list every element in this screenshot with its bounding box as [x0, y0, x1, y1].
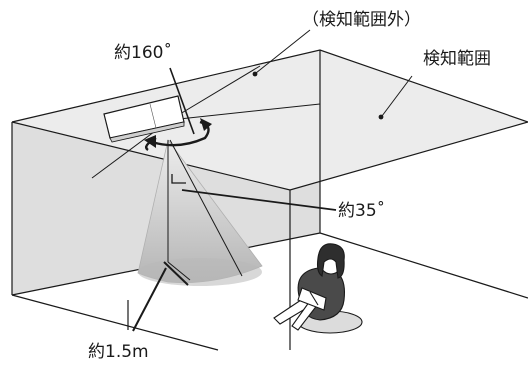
seated-person-illustration [273, 243, 363, 334]
height-arrow [132, 261, 189, 332]
rotation-arrowhead-right [200, 118, 212, 131]
detection-area-label: 検知範囲 [423, 49, 491, 69]
horizontal-angle-label: 約160˚ [114, 43, 172, 63]
height-label: 約1.5m [88, 342, 149, 362]
rotation-arrowhead-left [144, 135, 156, 148]
outside-area-dot [252, 71, 258, 77]
ceiling [12, 50, 528, 190]
vertical-angle-leader [181, 189, 337, 211]
cone-floor-area [138, 258, 262, 286]
outside-area-label: （検知範囲外） [302, 10, 421, 30]
vertical-angle-bracket [171, 174, 186, 184]
outside-area-leader [255, 29, 311, 74]
detection-area-leader [381, 75, 413, 117]
air-conditioner [103, 95, 185, 143]
detection-area-dot [378, 114, 384, 120]
height-line [167, 139, 243, 281]
horizontal-angle-leader [169, 67, 195, 135]
vertical-angle-label: 約35˚ [338, 201, 386, 221]
